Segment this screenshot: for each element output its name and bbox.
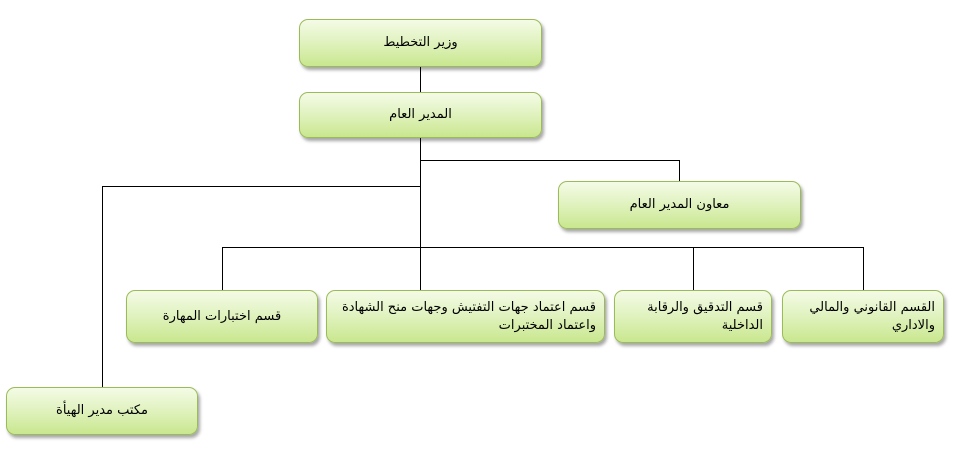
node-assistant-director-label: معاون المدير العام [629,197,730,212]
node-authority-office: مكتب مدير الهيأة [6,387,198,435]
node-assistant-director: معاون المدير العام [558,181,801,229]
node-accreditation: قسم اعتماد جهات التفتيش وجهات منح الشهاد… [326,290,605,343]
node-authority-office-label: مكتب مدير الهيأة [56,403,148,418]
node-skills-testing-label: قسم اختبارات المهارة [162,308,282,324]
node-skills-testing: قسم اختبارات المهارة [126,290,318,343]
node-director-general: المدير العام [299,92,542,138]
node-audit-control-label: قسم التدقيق والرقابة الداخلية [647,300,763,333]
node-director-general-label: المدير العام [389,107,452,122]
node-audit-control: قسم التدقيق والرقابة الداخلية [614,290,772,343]
node-legal-finance-admin: القسم القانوني والمالي والاداري [782,290,944,343]
node-minister: وزير التخطيط [299,19,542,67]
node-legal-finance-admin-label: القسم القانوني والمالي والاداري [809,300,935,333]
node-accreditation-label: قسم اعتماد جهات التفتيش وجهات منح الشهاد… [341,300,596,333]
node-minister-label: وزير التخطيط [383,35,458,50]
